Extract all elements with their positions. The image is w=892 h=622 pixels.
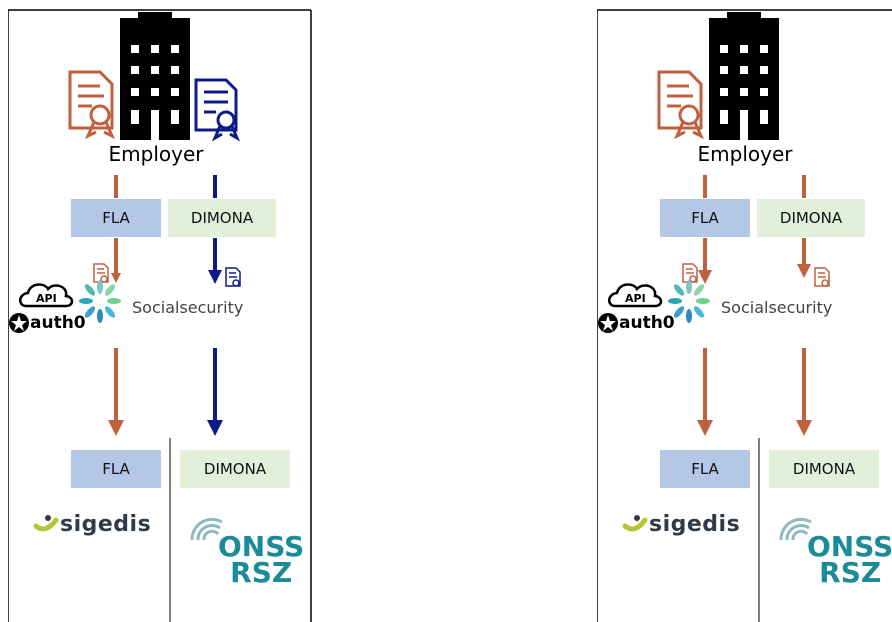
auth0-star-icon — [9, 313, 29, 333]
certificate-icon — [682, 263, 698, 283]
onss-line-1: ONSS — [218, 530, 305, 563]
certificate-icon — [657, 70, 704, 140]
arrowhead-right-top — [797, 264, 811, 278]
api-cloud-icon — [608, 283, 663, 308]
sigedis-logo-icon — [33, 515, 59, 532]
onss-line-2: RSZ — [230, 556, 293, 589]
fla-box-top: FLA — [660, 199, 750, 237]
certificate-icon — [225, 267, 241, 287]
dimona-box-bottom: DIMONA — [769, 450, 879, 488]
auth0-label: auth0 — [30, 313, 86, 333]
sigedis-logo-icon — [622, 515, 648, 532]
dimona-box-top: DIMONA — [168, 199, 276, 237]
certificate-icon — [68, 70, 115, 140]
dimona-box-bottom: DIMONA — [180, 450, 290, 488]
certificate-icon — [194, 78, 241, 142]
fla-box-bottom: FLA — [660, 450, 750, 488]
onss-line-2: RSZ — [819, 556, 882, 589]
arrowhead-left-bottom — [697, 420, 713, 436]
employer-label: Employer — [697, 142, 793, 166]
panel-1-graphics — [8, 9, 312, 622]
building-icon — [709, 12, 779, 140]
sigedis-label: sigedis — [60, 512, 152, 537]
onss-line-1: ONSS — [807, 530, 892, 563]
arrowhead-right-top — [208, 270, 222, 284]
certificate-icon — [93, 263, 109, 283]
arrowhead-right-bottom — [796, 420, 812, 436]
api-label: API — [625, 292, 646, 305]
sigedis-label: sigedis — [649, 512, 741, 537]
dimona-box-top: DIMONA — [757, 199, 865, 237]
arrowhead-left-bottom — [108, 420, 124, 436]
onss-label: ONSS RSZ — [807, 530, 892, 589]
diagram-panel-2: Employer FLA DIMONA API auth0 Socialsecu… — [597, 0, 892, 622]
arrowhead-left-top — [698, 270, 712, 284]
auth0-label: auth0 — [619, 313, 675, 333]
social-security-flower-icon — [79, 280, 121, 323]
socialsecurity-label: Socialsecurity — [721, 298, 833, 317]
panel-2-graphics — [597, 9, 892, 622]
arrowhead-right-bottom — [207, 420, 223, 436]
diagram-panel-1: Employer FLA DIMONA API auth0 Socialsecu… — [8, 0, 318, 622]
social-security-flower-icon — [668, 280, 710, 323]
fla-box-top: FLA — [71, 199, 161, 237]
fla-box-bottom: FLA — [71, 450, 161, 488]
api-label: API — [36, 292, 57, 305]
onss-logo-icon — [190, 517, 223, 541]
onss-label: ONSS RSZ — [218, 530, 305, 589]
api-cloud-icon — [19, 283, 74, 308]
certificate-icon — [814, 267, 830, 287]
auth0-star-icon — [598, 313, 618, 333]
socialsecurity-label: Socialsecurity — [132, 298, 244, 317]
employer-label: Employer — [108, 142, 204, 166]
onss-logo-icon — [779, 517, 812, 541]
building-icon — [120, 12, 190, 140]
